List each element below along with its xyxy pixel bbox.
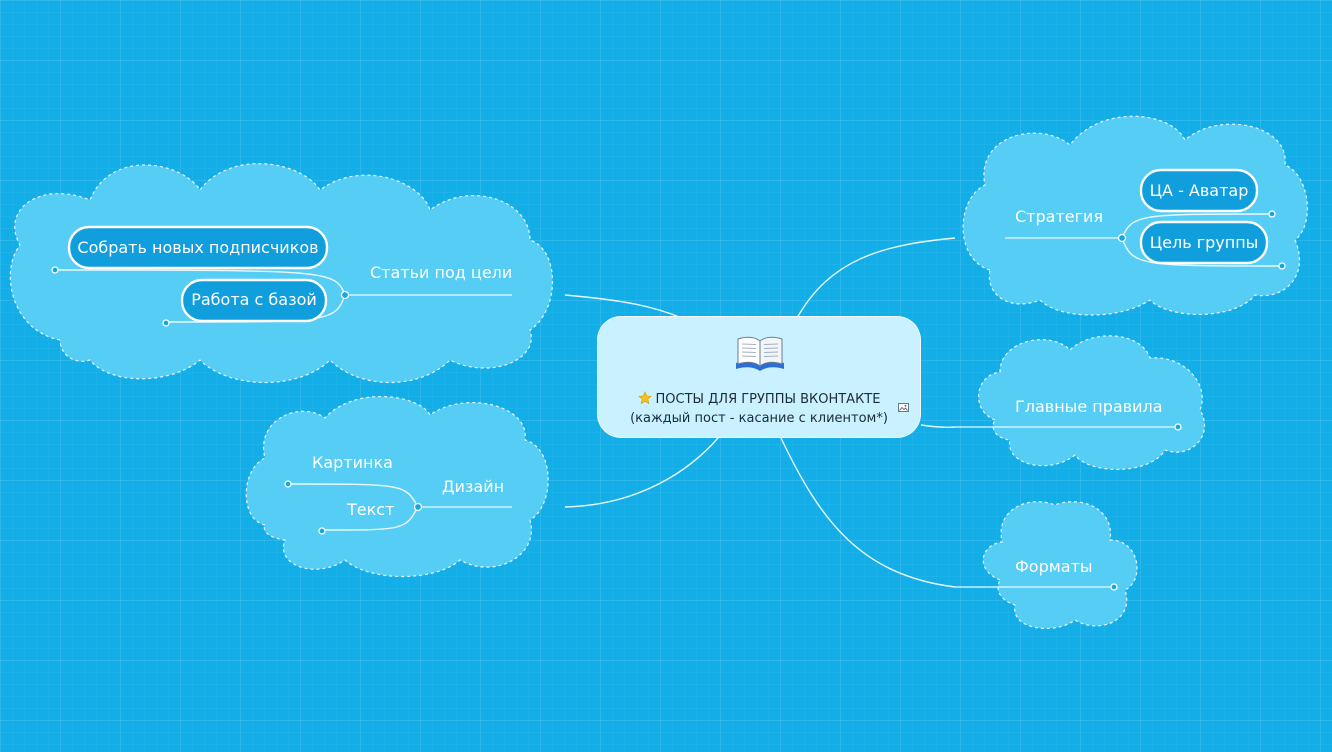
branch-articles-label[interactable]: Статьи под цели xyxy=(370,263,512,282)
cloud-formats xyxy=(982,501,1138,629)
expand-knob[interactable] xyxy=(1278,262,1286,270)
branch-design-label[interactable]: Дизайн xyxy=(442,477,504,496)
star-icon xyxy=(637,391,652,405)
pill-work-with-base[interactable]: Работа с базой xyxy=(180,278,328,323)
central-topic[interactable]: ПОСТЫ ДЛЯ ГРУППЫ ВКОНТАКТЕ (каждый пост … xyxy=(597,316,921,438)
pill-work-with-base-label: Работа с базой xyxy=(191,290,317,309)
branch-formats-label[interactable]: Форматы xyxy=(1015,557,1093,576)
branch-rules[interactable]: Главные правила xyxy=(955,397,1182,431)
branch-design[interactable]: Дизайн Картинка Текст xyxy=(284,453,512,535)
collapse-knob[interactable] xyxy=(340,290,350,300)
image-note-icon[interactable] xyxy=(898,403,909,412)
open-book-icon xyxy=(736,336,784,371)
node-picture[interactable]: Картинка xyxy=(312,453,393,472)
expand-knob[interactable] xyxy=(1174,423,1182,431)
branch-articles[interactable]: Статьи под цели Собрать новых подписчико… xyxy=(51,225,512,327)
pill-group-goal[interactable]: Цель группы xyxy=(1139,220,1269,265)
cloud-articles xyxy=(9,163,554,383)
branch-strategy[interactable]: Стратегия ЦА - Аватар Цель группы xyxy=(1005,168,1286,270)
collapse-knob[interactable] xyxy=(1117,233,1127,243)
node-text[interactable]: Текст xyxy=(346,500,394,519)
pill-group-goal-label: Цель группы xyxy=(1150,233,1259,252)
expand-knob[interactable] xyxy=(1110,583,1118,591)
collapse-knob[interactable] xyxy=(413,502,423,512)
pill-new-subscribers-label: Собрать новых подписчиков xyxy=(77,238,318,257)
branch-strategy-label[interactable]: Стратегия xyxy=(1015,207,1103,226)
expand-knob[interactable] xyxy=(162,319,170,327)
expand-knob[interactable] xyxy=(1268,210,1276,218)
branch-formats[interactable]: Форматы xyxy=(955,557,1118,591)
expand-knob[interactable] xyxy=(318,527,326,535)
central-title-line2: (каждый пост - касание с клиентом*) xyxy=(630,411,888,426)
branch-rules-label[interactable]: Главные правила xyxy=(1015,397,1163,416)
pill-new-subscribers[interactable]: Собрать новых подписчиков xyxy=(67,225,329,270)
cloud-rules xyxy=(978,335,1206,471)
expand-knob[interactable] xyxy=(51,266,59,274)
pill-target-audience[interactable]: ЦА - Аватар xyxy=(1139,168,1259,213)
central-title-line1: ПОСТЫ ДЛЯ ГРУППЫ ВКОНТАКТЕ xyxy=(598,391,920,407)
central-title-text: ПОСТЫ ДЛЯ ГРУППЫ ВКОНТАКТЕ xyxy=(655,392,881,407)
expand-knob[interactable] xyxy=(284,480,292,488)
connectors xyxy=(564,237,956,588)
pill-target-audience-label: ЦА - Аватар xyxy=(1150,181,1249,200)
